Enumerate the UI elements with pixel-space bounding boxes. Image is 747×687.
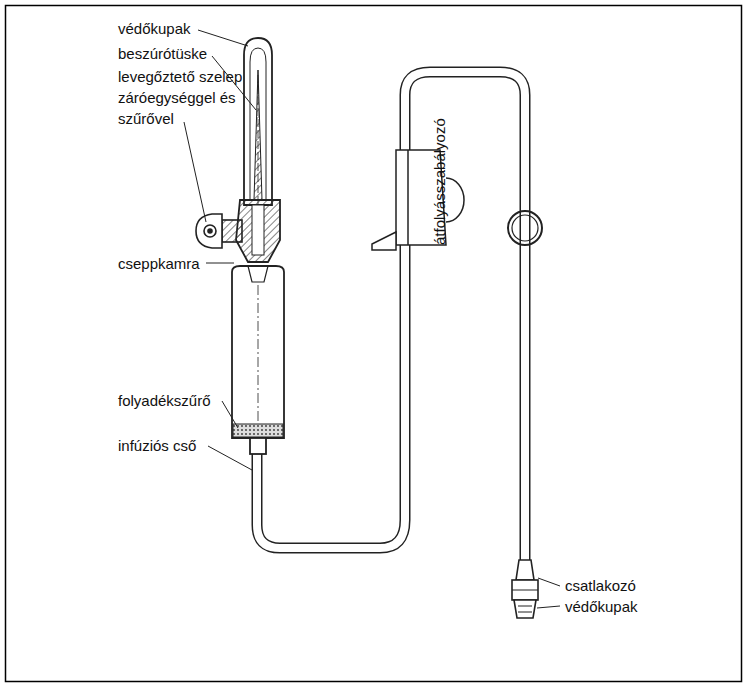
roller-clamp <box>372 150 464 250</box>
part-label: folyadékszűrő <box>118 390 211 411</box>
tube-connector <box>512 560 538 600</box>
frame <box>6 6 742 682</box>
rotated-part-label: átfolyásszabályozó <box>429 118 450 245</box>
leader-lines <box>184 30 560 608</box>
connector-cap <box>514 600 536 618</box>
air-vent-valve <box>196 214 242 248</box>
part-label: infúziós cső <box>118 435 196 456</box>
tube-ring <box>508 211 542 245</box>
infusion-tube <box>257 72 525 565</box>
part-label: védőkupak <box>118 18 191 39</box>
part-label: csatlakozó <box>565 575 636 596</box>
part-label: levegőztető szelep záróegységgel és szűr… <box>118 66 256 129</box>
tube-ring <box>512 215 538 241</box>
part-label: cseppkamra <box>118 253 200 274</box>
drip-chamber <box>232 266 284 454</box>
part-label: védőkupak <box>565 596 638 617</box>
part-label: beszúrótüske <box>118 43 207 64</box>
